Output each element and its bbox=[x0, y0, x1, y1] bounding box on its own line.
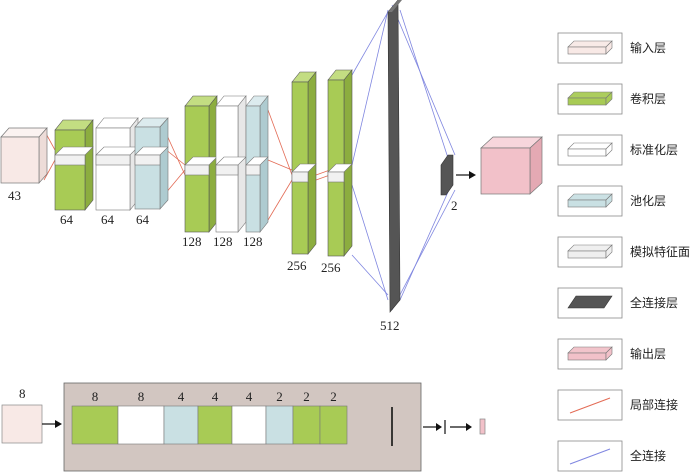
bottom-cell-conv bbox=[292, 405, 321, 445]
block2-label-2: 128 bbox=[213, 234, 233, 249]
block-64 bbox=[54, 117, 169, 211]
block1-label-2: 64 bbox=[101, 212, 115, 227]
output-cube bbox=[480, 136, 543, 195]
legend-virtual-icon bbox=[567, 244, 613, 259]
legend-label-input: 输入层 bbox=[630, 40, 666, 55]
bottom-cell-pool bbox=[163, 405, 199, 445]
legend-item-conv: 卷积层 bbox=[557, 83, 666, 115]
block3-label-2: 256 bbox=[321, 260, 341, 275]
bottom-schematic: 8 8 8 4 4 4 2 2 2 bbox=[1, 382, 486, 472]
bottom-cell-label: 4 bbox=[178, 389, 185, 404]
bottom-cell-conv bbox=[319, 405, 348, 445]
input-size-label: 43 bbox=[8, 188, 21, 203]
legend-label-virtual: 模拟特征面 bbox=[630, 244, 690, 259]
bottom-input-label: 8 bbox=[19, 386, 26, 401]
bottom-cell-norm bbox=[117, 405, 165, 445]
legend-frame bbox=[557, 440, 623, 472]
legend-item-local: 局部连接 bbox=[557, 389, 678, 421]
bottom-cell-pool bbox=[265, 405, 294, 445]
legend-local-icon bbox=[569, 397, 611, 414]
legend-pool-icon bbox=[567, 193, 613, 208]
legend-label-conv: 卷积层 bbox=[630, 91, 666, 106]
legend-label-norm: 标准化层 bbox=[630, 143, 678, 157]
bottom-cells: 8 8 4 4 4 2 2 2 bbox=[71, 389, 348, 445]
output-arrow bbox=[456, 171, 476, 179]
bottom-cell-label: 2 bbox=[303, 389, 310, 404]
legend-label-fc: 全连接层 bbox=[630, 295, 678, 310]
bottom-cell-label: 8 bbox=[138, 389, 145, 404]
legend-label-output: 输出层 bbox=[630, 346, 666, 361]
legend-full-icon bbox=[569, 448, 611, 465]
block-128 bbox=[184, 95, 269, 233]
legend-item-virtual: 模拟特征面 bbox=[557, 236, 690, 268]
legend-item-fc: 全连接层 bbox=[557, 287, 678, 319]
legend-fc-icon bbox=[567, 295, 613, 309]
fc-layer-512 bbox=[387, 0, 402, 313]
block3-label-1: 256 bbox=[287, 258, 307, 273]
legend-label-full: 全连接 bbox=[630, 448, 666, 463]
block1-label-1: 64 bbox=[60, 212, 74, 227]
bottom-input-box bbox=[1, 404, 43, 444]
legend-item-pool: 池化层 bbox=[557, 185, 666, 217]
legend-item-full: 全连接 bbox=[557, 440, 666, 472]
bottom-cell-label: 8 bbox=[92, 389, 99, 404]
full-connection-lines bbox=[351, 4, 456, 311]
legend-input-icon bbox=[567, 40, 613, 55]
bottom-cell-label: 4 bbox=[212, 389, 219, 404]
bottom-output-box bbox=[479, 418, 486, 435]
block2-label-1: 128 bbox=[182, 234, 202, 249]
bottom-cell-label: 4 bbox=[246, 389, 253, 404]
legend-output-icon bbox=[567, 346, 613, 361]
block-256 bbox=[291, 69, 353, 257]
legend-item-input: 输入层 bbox=[557, 32, 666, 64]
block1-label-3: 64 bbox=[136, 212, 150, 227]
bottom-input-arrowhead bbox=[55, 420, 62, 428]
bottom-arrow-2-head bbox=[466, 423, 472, 431]
bottom-cell-label: 2 bbox=[276, 389, 283, 404]
bottom-arrow-1-head bbox=[436, 423, 442, 431]
legend-label-pool: 池化层 bbox=[630, 194, 666, 208]
fc-layer-2 bbox=[440, 154, 454, 196]
block2-label-3: 128 bbox=[243, 234, 263, 249]
connection-lines bbox=[43, 4, 456, 311]
bottom-cell-norm bbox=[231, 405, 267, 445]
bottom-cell-conv bbox=[197, 405, 233, 445]
input-cube bbox=[0, 127, 48, 184]
legend-item-output: 输出层 bbox=[557, 338, 666, 370]
bottom-cell-label: 2 bbox=[330, 389, 337, 404]
output-size-label: 2 bbox=[451, 198, 458, 213]
legend-norm-icon bbox=[567, 142, 613, 157]
legend-label-local: 局部连接 bbox=[630, 397, 678, 412]
bottom-cell-conv bbox=[71, 405, 119, 445]
legend-conv-icon bbox=[567, 91, 613, 106]
legend-item-norm: 标准化层 bbox=[557, 134, 678, 166]
fc-size-label: 512 bbox=[380, 318, 400, 333]
